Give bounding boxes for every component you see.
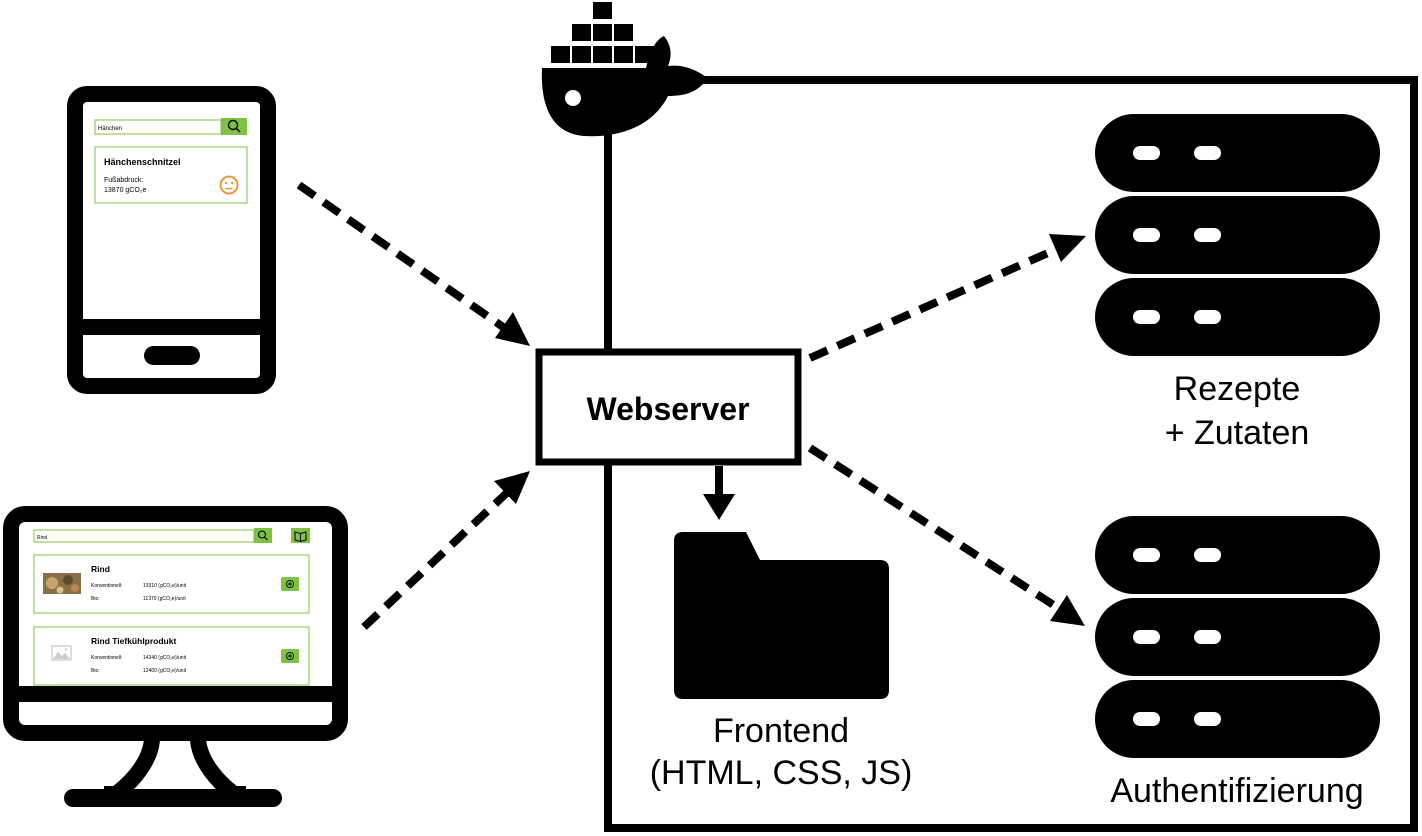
book-icon bbox=[294, 531, 307, 543]
arrow-phone-to-webserver bbox=[296, 181, 530, 346]
recipes-db-label-line2: + Zutaten bbox=[1165, 414, 1310, 452]
desktop-search-value: Rind bbox=[37, 535, 48, 541]
phone-card-title: Hänchenschnitzel bbox=[104, 157, 181, 167]
add-icon bbox=[285, 579, 295, 589]
server-stack-icon bbox=[1095, 516, 1380, 758]
folder-icon bbox=[674, 532, 889, 699]
webserver-node: Webserver bbox=[535, 348, 802, 466]
desktop-item-row1-value: 13310 (gCO₂e)/unit bbox=[143, 583, 187, 589]
webserver-label: Webserver bbox=[586, 391, 749, 427]
desktop-item-row1-label: Konventionell: bbox=[91, 655, 122, 661]
frontend-label-line2: (HTML, CSS, JS) bbox=[650, 754, 913, 792]
recipes-db-label-line1: Rezepte bbox=[1174, 370, 1301, 408]
add-icon bbox=[285, 651, 295, 661]
neutral-face-icon bbox=[219, 175, 239, 195]
desktop-item-row2-label: Bio: bbox=[91, 668, 100, 674]
desktop-item-title: Rind bbox=[91, 564, 110, 574]
phone-result-card[interactable] bbox=[94, 146, 248, 204]
search-icon bbox=[257, 530, 268, 541]
docker-whale-icon bbox=[541, 2, 708, 137]
desktop-item-row1-value: 14340 (gCO₂e)/unit bbox=[143, 655, 187, 661]
frontend-label-line1: Frontend bbox=[713, 712, 849, 750]
arrow-webserver-to-frontend bbox=[703, 466, 735, 520]
desktop-item-row2-value: 11370 (gCO₂e)/unit bbox=[143, 596, 186, 602]
desktop-search-button[interactable] bbox=[254, 528, 272, 543]
arrow-webserver-to-recipes-db bbox=[808, 234, 1086, 362]
image-placeholder-icon bbox=[51, 645, 72, 661]
desktop-item-row1-label: Konventionell: bbox=[91, 583, 122, 589]
phone-device bbox=[67, 86, 276, 394]
desktop-monitor bbox=[3, 506, 348, 807]
phone-card-value: 13870 gCO₂e bbox=[104, 187, 147, 194]
docker-container-boundary bbox=[604, 76, 1418, 832]
desktop-item-title: Rind Tiefkühlprodukt bbox=[91, 636, 176, 646]
phone-screen: Hänchen Hänchenschnitzel Fußabdruck: 138… bbox=[94, 118, 248, 204]
desktop-item-row2-label: Bio: bbox=[91, 596, 100, 602]
phone-search-button[interactable] bbox=[221, 118, 247, 135]
desktop-item-row2-value: 12400 (gCO₂e)/unit bbox=[143, 668, 187, 674]
arrow-desktop-to-webserver bbox=[361, 471, 530, 630]
server-stack-icon bbox=[1095, 114, 1380, 356]
arrow-webserver-to-auth-db bbox=[807, 444, 1085, 626]
desktop-screen: Rind Rind Konventionell: 13310 (gCO₂e)/u… bbox=[33, 528, 310, 686]
auth-db-label: Authentifizierung bbox=[1110, 772, 1363, 810]
search-icon bbox=[227, 119, 241, 133]
phone-search-value: Hänchen bbox=[98, 126, 122, 132]
phone-card-label: Fußabdruck: bbox=[104, 177, 143, 184]
food-thumbnail bbox=[43, 573, 81, 594]
desktop-list-item[interactable] bbox=[33, 626, 310, 686]
